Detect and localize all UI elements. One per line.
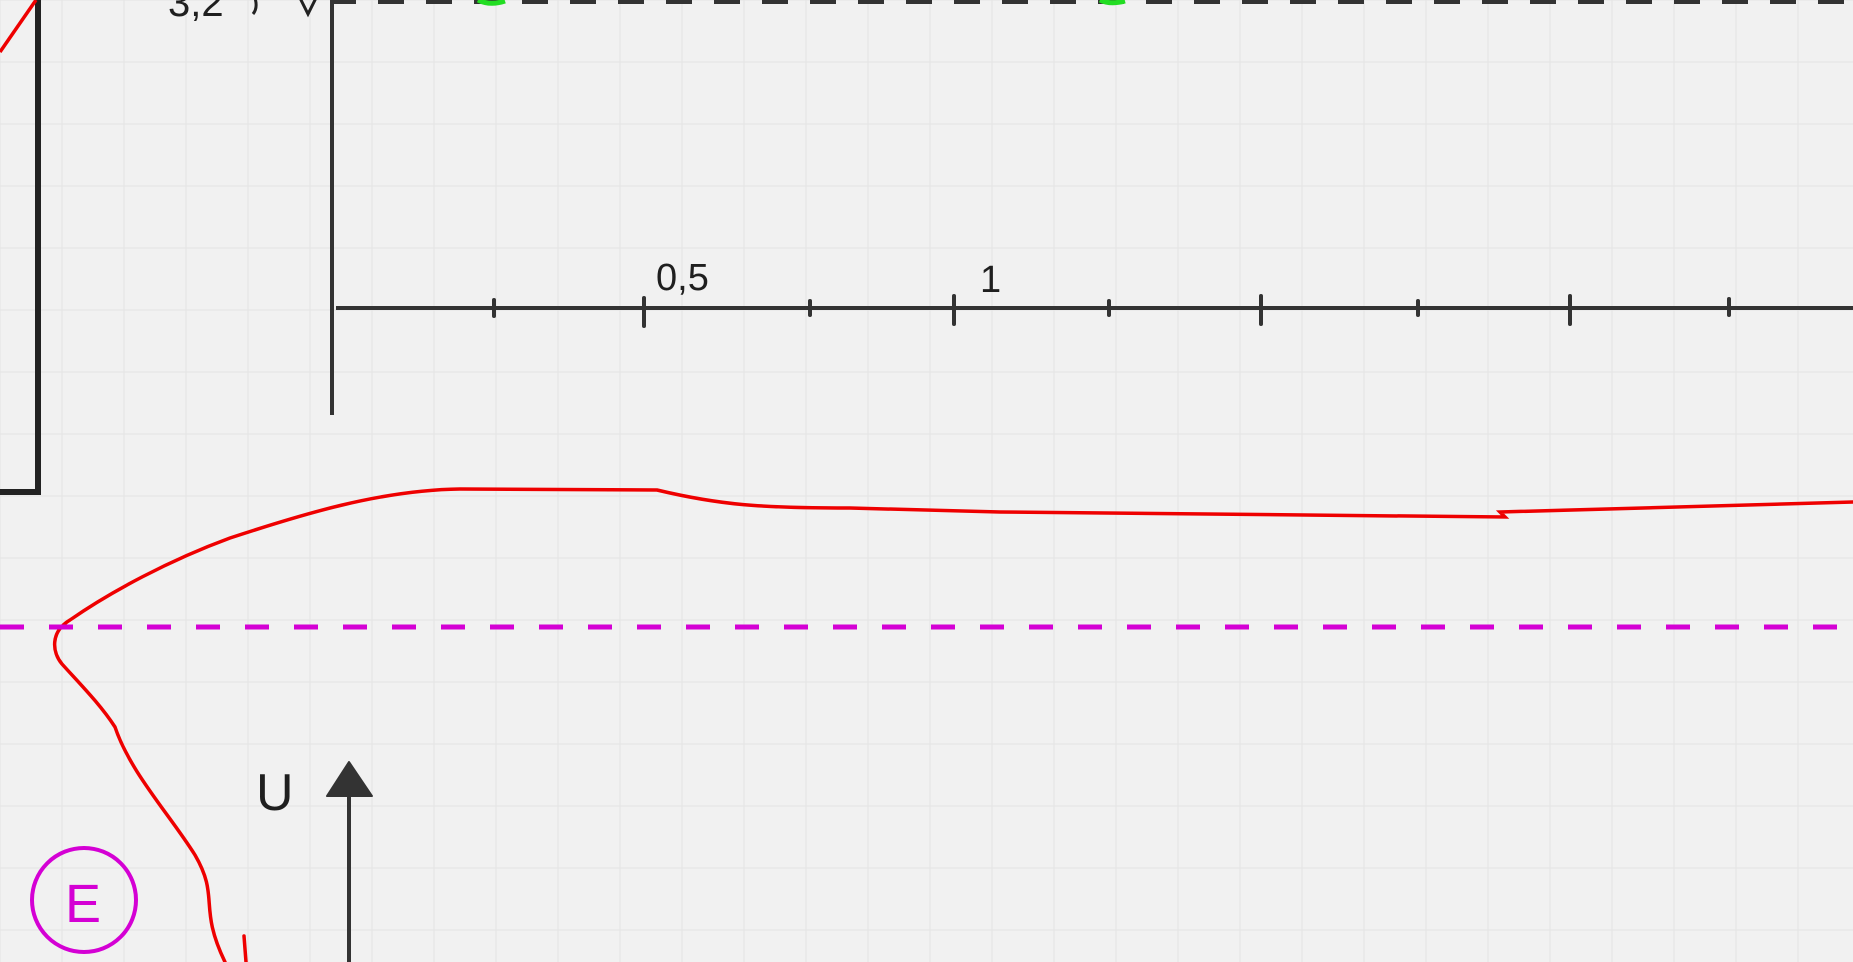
tick-label-one[interactable]: 1 <box>980 259 1001 301</box>
left-box[interactable] <box>0 0 41 495</box>
red-curve[interactable] <box>53 487 1853 962</box>
arrow-head[interactable] <box>326 761 373 797</box>
red-stroke-fragment[interactable] <box>242 934 248 962</box>
green-mark-2[interactable] <box>1098 0 1126 6</box>
circle-mark[interactable] <box>30 846 138 954</box>
axis-ticks <box>492 294 1731 328</box>
red-diagonal-line[interactable] <box>0 0 38 53</box>
v-fragment-mark[interactable] <box>299 0 317 18</box>
arrow-label[interactable]: U <box>256 764 294 822</box>
tick-label-half[interactable]: 0,5 <box>656 257 709 299</box>
circled-label[interactable]: E <box>65 874 101 934</box>
green-mark-1[interactable] <box>476 0 506 6</box>
label-tick-mark[interactable] <box>251 0 258 15</box>
top-left-label[interactable]: 3,2 <box>168 0 224 25</box>
